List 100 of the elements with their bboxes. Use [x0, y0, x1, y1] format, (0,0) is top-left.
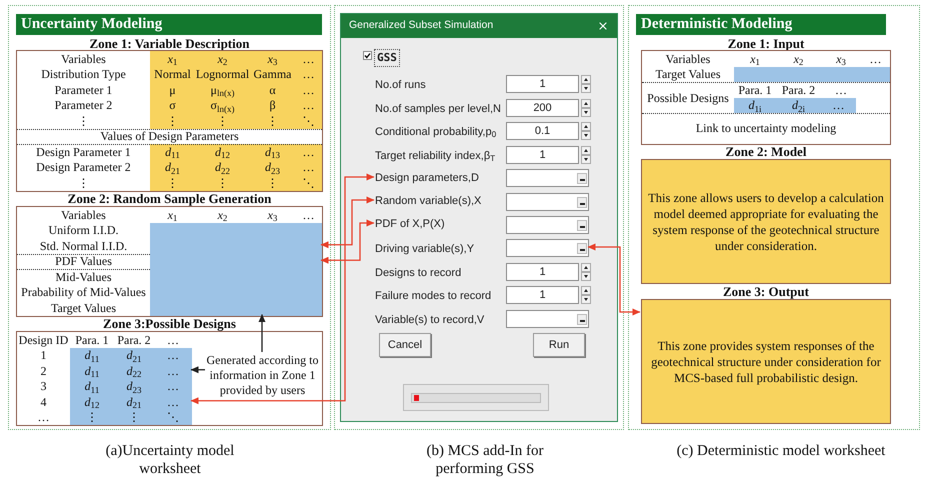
field-label: Driving variable(s),Y	[375, 242, 474, 257]
row-label: Prabability of Mid-Values	[21, 286, 146, 298]
checkbox-label: GSS	[374, 49, 400, 67]
value-text: d$_{11}$	[84, 380, 100, 392]
input-field: 1	[506, 75, 579, 93]
value-text: μ	[169, 84, 176, 96]
row-label: Variables	[61, 208, 106, 221]
row-label: Target Values	[50, 302, 116, 314]
design-value-block	[70, 348, 192, 425]
worksheet-frame	[8, 5, 331, 430]
value-text: ⋮	[216, 176, 228, 189]
description-text: This zone allows users to develop a calculation model deemed appropriate for evaluating the system response of the geotechnical structure under consideration.	[648, 190, 884, 254]
value-text: Lognormal	[196, 68, 250, 80]
row-label: Target Values	[655, 68, 721, 80]
worksheet-frame	[628, 5, 920, 430]
connector-arrow	[258, 314, 266, 352]
field-label: Variable(s) to record,V	[375, 313, 484, 328]
value-text: …	[167, 364, 179, 377]
value-text: ⋮	[266, 114, 278, 127]
data-bar	[734, 66, 890, 82]
connector-arrow	[588, 244, 640, 316]
row-label: 1	[40, 349, 46, 362]
value-text: …	[302, 161, 314, 174]
zone-heading: Zone 3: Output	[723, 285, 809, 299]
row-label: Distribution Type	[41, 68, 126, 80]
value-text: d$_{1i}$	[748, 99, 762, 112]
field-label: Random variable(s),X	[375, 193, 482, 209]
zone-box	[641, 145, 891, 284]
value-text: ⋮	[266, 176, 278, 189]
value-text: μ$_{ln(x)}$	[210, 84, 234, 96]
value-text: d$_{21}$	[165, 161, 180, 174]
row-label: 3	[40, 380, 46, 392]
value-text: σ$_{ln(x)}$	[210, 99, 234, 112]
value-text: d$_{22}$	[126, 364, 142, 377]
zone-table	[16, 37, 323, 192]
value-text: α	[269, 84, 276, 96]
zone-table	[641, 37, 891, 145]
row-label: Variables	[61, 52, 106, 65]
zone-table	[16, 192, 323, 317]
zone-heading: Zone 1: Variable Description	[90, 37, 250, 50]
connector-arrow	[190, 366, 205, 374]
input-field: 1	[506, 146, 579, 164]
data-bar	[150, 222, 322, 254]
value-text: Normal	[154, 68, 191, 80]
value-text: x$_{3}$	[836, 52, 846, 65]
input-field	[506, 193, 589, 211]
value-text: d$_{13}$	[265, 146, 280, 158]
input-field: 200	[506, 99, 579, 117]
value-text: …	[167, 334, 179, 346]
value-text: Para. 2	[782, 84, 816, 96]
field-label: Failure modes to record	[375, 289, 492, 304]
data-bar	[150, 269, 322, 316]
dialog-button: Cancel	[379, 333, 431, 357]
value-text: ⋮	[128, 411, 140, 424]
value-text: d$_{22}$	[215, 161, 230, 174]
zone-heading: Zone 3:Possible Designs	[103, 317, 236, 331]
link-text: Link to uncertainty modeling	[696, 122, 836, 134]
input-field	[506, 239, 589, 257]
input-field	[506, 310, 589, 328]
input-field: 1	[506, 286, 579, 304]
row-label: Design ID	[18, 334, 68, 346]
value-text: d$_{23}$	[126, 380, 142, 392]
caption: (c) Deterministic model worksheet	[676, 442, 886, 460]
value-text: …	[870, 52, 882, 65]
field-label: No.of samples per level,N	[375, 102, 501, 117]
zone-box	[641, 285, 891, 424]
value-text: d$_{11}$	[165, 146, 180, 158]
input-field: 0.1	[506, 122, 579, 140]
panel-header: Deterministic Modeling	[636, 14, 886, 35]
design-value-block	[734, 98, 856, 113]
value-text: β	[269, 99, 276, 112]
value-text: x$_{1}$	[168, 52, 178, 65]
caption: (a)Uncertainty model worksheet	[104, 442, 236, 478]
connector-arrow	[320, 196, 374, 248]
value-text: …	[167, 380, 179, 392]
value-text: d$_{21}$	[126, 349, 142, 362]
value-text: x$_{3}$	[268, 52, 278, 65]
panel-header: Uncertainty Modeling	[16, 14, 322, 35]
row-label: Design Parameter 2	[36, 161, 131, 174]
value-text: d$_{21}$	[126, 396, 142, 408]
value-text: …	[832, 99, 844, 112]
value-text: d$_{12}$	[84, 396, 100, 408]
zone-heading: Zone 2: Random Sample Generation	[68, 192, 272, 206]
row-label: Design Parameter 1	[36, 146, 131, 158]
value-text: x$_{3}$	[268, 208, 278, 221]
row-label: Parameter 1	[54, 84, 112, 96]
value-text: ⋮	[86, 411, 98, 424]
value-text: …	[302, 68, 314, 80]
value-text: …	[302, 99, 314, 112]
value-text: σ	[169, 99, 176, 112]
input-field: 1	[506, 263, 579, 281]
dialog-button: Run	[533, 333, 585, 357]
zone-heading: Zone 1: Input	[728, 37, 804, 50]
value-text: ⋱	[167, 411, 179, 424]
connector-arrow	[190, 174, 374, 404]
row-label: Parameter 2	[54, 99, 112, 112]
row-label: Possible Designs	[647, 92, 729, 104]
value-text: d$_{2i}$	[792, 99, 805, 112]
row-label: Mid-Values	[56, 270, 112, 283]
row-label: ⋮	[78, 114, 90, 127]
